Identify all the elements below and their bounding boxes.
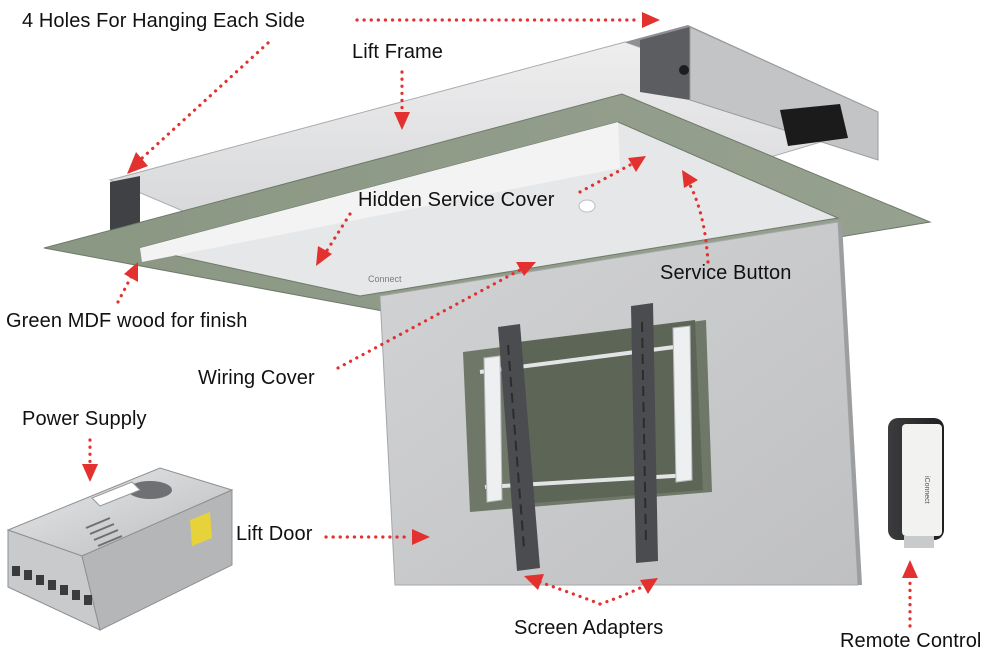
lift-door-label: Lift Door — [236, 523, 313, 545]
remote-control: iConnect — [888, 418, 944, 548]
arrow-hidden-cover-left — [316, 212, 352, 266]
arrow-holes-left — [127, 41, 270, 174]
arrow-green-mdf — [116, 262, 138, 304]
arrow-wiring-cover — [336, 262, 536, 370]
service-button-label: Service Button — [660, 262, 792, 284]
green-mdf-label: Green MDF wood for finish — [6, 310, 248, 332]
power-supply — [6, 467, 234, 631]
remote-logo: iConnect — [923, 476, 930, 504]
power-supply-label: Power Supply — [22, 408, 147, 430]
hidden-service-cover-label: Hidden Service Cover — [358, 189, 555, 211]
wiring-cover-label: Wiring Cover — [198, 367, 315, 389]
screen-adapter-right — [631, 303, 658, 563]
arrow-remote-control — [902, 560, 918, 628]
arrow-screen-adapters-left — [524, 574, 602, 606]
holes-label: 4 Holes For Hanging Each Side — [22, 10, 306, 32]
arrow-holes-right — [355, 12, 660, 28]
lift-logo: Connect — [368, 274, 402, 284]
arrow-lift-door — [324, 529, 430, 545]
arrow-service-button — [682, 170, 710, 264]
screen-adapter-left — [498, 324, 540, 571]
lift-frame-label: Lift Frame — [352, 41, 444, 63]
arrow-hidden-cover-right — [578, 156, 646, 194]
arrow-power-supply — [82, 438, 98, 482]
arrow-screen-adapters-right — [598, 578, 658, 606]
remote-control-label: Remote Control — [840, 630, 982, 652]
arrow-lift-frame — [394, 70, 410, 130]
screen-adapters-label: Screen Adapters — [514, 617, 664, 639]
